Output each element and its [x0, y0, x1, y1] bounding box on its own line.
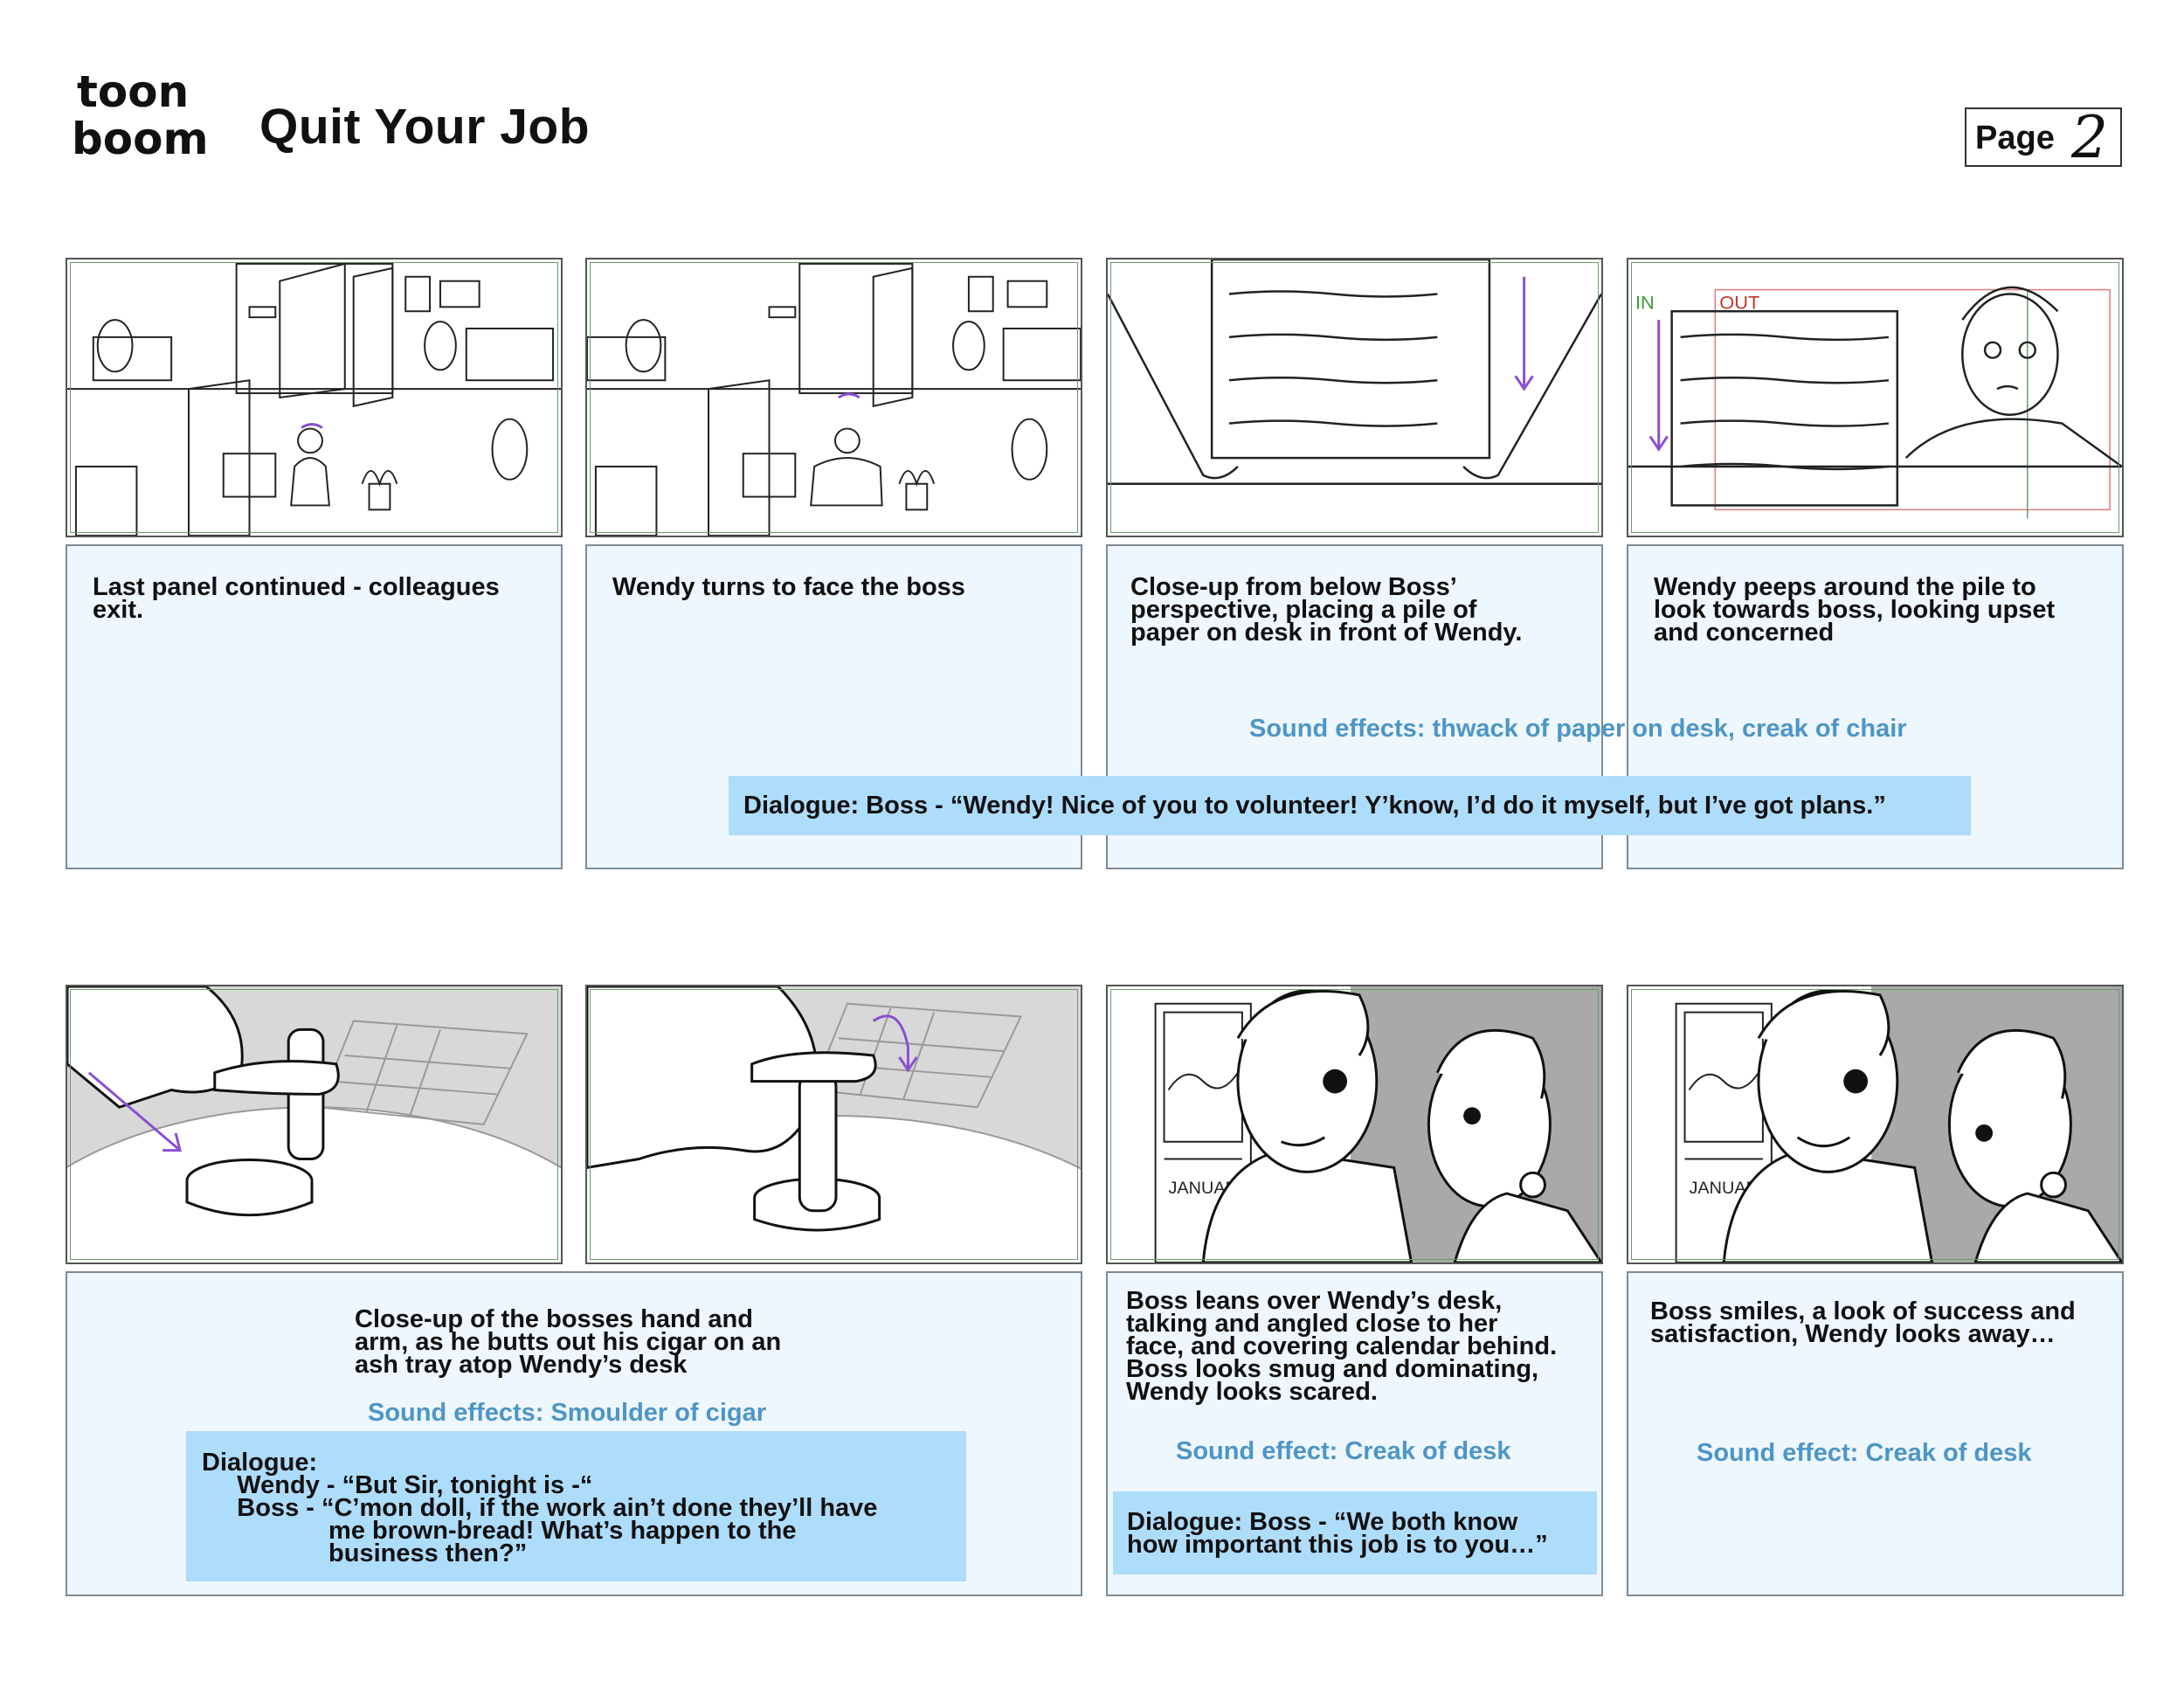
panel-6-description: Close-up of the bosses hand and arm, as …	[355, 1305, 782, 1379]
panel-7-dialogue: Dialogue: Boss - “We both know how impor…	[1127, 1508, 1548, 1559]
logo-graphic: toon boom	[72, 66, 209, 164]
toon-boom-logo: toon boom	[72, 66, 229, 164]
row-1-dialogue-box: Dialogue: Boss - “Wendy! Nice of you to …	[729, 776, 1971, 835]
row-2-dialogue-line-2: Boss - “C’mon doll, if the work ain’t do…	[202, 1494, 878, 1522]
out-mark: OUT	[1719, 291, 1759, 313]
office-sketch-2	[587, 262, 1081, 536]
panel-4-image: IN OUT	[1627, 258, 2124, 537]
panel-2-description: Wendy turns to face the boss	[612, 573, 965, 601]
panel-7-description: Boss leans over Wendy’s desk, talking an…	[1126, 1287, 1558, 1406]
row-1-sound-effects: Sound effects: thwack of paper on desk, …	[1249, 715, 1907, 743]
office-sketch-1	[67, 262, 561, 536]
row-2-dialogue-line-4: business then?”	[202, 1539, 528, 1567]
panel-2-image	[585, 258, 1082, 537]
panel-1-notes: Last panel continued - colleagues exit.	[66, 544, 563, 869]
row-2-dialogue-box: Dialogue: Wendy - “But Sir, tonight is -…	[186, 1431, 966, 1581]
hand-cigar-sketch-1	[67, 986, 561, 1263]
panel-8-image: JANUARY	[1627, 985, 2124, 1264]
page-title: Quit Your Job	[259, 99, 591, 155]
panel-3-image	[1106, 258, 1603, 537]
row-2-dialogue-line-1: Wendy - “But Sir, tonight is -“	[202, 1471, 593, 1499]
boss-leaning-sketch: JANUARY	[1154, 986, 1601, 1263]
hand-cigar-sketch-2	[587, 986, 1081, 1263]
page-label: Page	[1975, 120, 2055, 156]
panel-5-image	[66, 985, 563, 1264]
row-2-dialogue-line-3: me brown-bread! What’s happen to the	[202, 1517, 797, 1545]
page-number-box: Page 2	[1965, 104, 2122, 171]
page-number: 2	[2071, 104, 2108, 171]
panel-7-sound-effect: Sound effect: Creak of desk	[1176, 1437, 1511, 1465]
panel-8-notes: Boss smiles, a look of success and satis…	[1627, 1271, 2124, 1596]
panel-4-description: Wendy peeps around the pile to look towa…	[1654, 573, 2056, 647]
logo-line-2: boom	[72, 114, 209, 161]
panel-3-description: Close-up from below Boss’ perspective, p…	[1130, 573, 1523, 647]
panel-1-description: Last panel continued - colleagues exit.	[93, 573, 500, 624]
row-2-dialogue-heading: Dialogue:	[202, 1449, 318, 1477]
panel-7-image: JANUARY	[1106, 985, 1603, 1264]
panel-8-sound-effect: Sound effect: Creak of desk	[1697, 1439, 2032, 1467]
wendy-peeking-sketch: IN OUT	[1628, 286, 2122, 519]
paper-pile-sketch	[1108, 259, 1601, 485]
panel-6-image	[585, 985, 1082, 1264]
panel-8-description: Boss smiles, a look of success and satis…	[1650, 1297, 2076, 1348]
panel-7-dialogue-box: Dialogue: Boss - “We both know how impor…	[1113, 1491, 1597, 1574]
in-mark: IN	[1635, 291, 1655, 313]
boss-smiling-sketch: JANUARY	[1675, 986, 2122, 1263]
row-1-dialogue: Dialogue: Boss - “Wendy! Nice of you to …	[743, 792, 1886, 820]
logo-line-1: toon	[77, 68, 189, 117]
row-2-sound-effects: Sound effects: Smoulder of cigar	[368, 1399, 766, 1427]
panel-1-image	[66, 258, 563, 537]
